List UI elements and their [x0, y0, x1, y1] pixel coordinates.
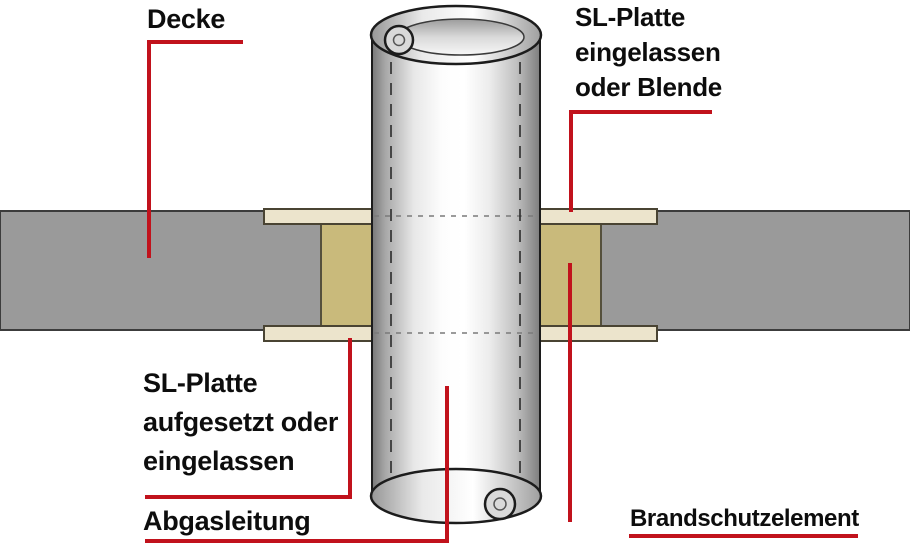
- pipe-top-curl: [383, 24, 415, 56]
- decke-leader-line: [147, 40, 243, 258]
- abgasleitung-leader-line: [145, 386, 449, 543]
- label-sl-platte-oben: SL-Platte eingelassen oder Blende: [575, 2, 722, 102]
- pipe-bottom-curl-inner: [493, 497, 507, 511]
- pipe-bottom-curl: [483, 487, 517, 521]
- label-abgasleitung: Abgasleitung: [143, 506, 311, 536]
- label-sl-platte-unten: SL-Platte aufgesetzt oder eingelassen: [143, 368, 339, 476]
- pipe-opening: [397, 18, 525, 56]
- sl-platte-top-leader-line: [569, 110, 712, 212]
- sl-platte-bottom-leader-line: [145, 338, 352, 499]
- pipe-bottom-rim: [369, 467, 543, 525]
- label-decke: Decke: [147, 4, 226, 34]
- flue-pipe-body: [371, 35, 541, 499]
- pipe-top-curl-inner: [392, 33, 406, 47]
- label-brandschutzelement: Brandschutzelement: [630, 505, 859, 532]
